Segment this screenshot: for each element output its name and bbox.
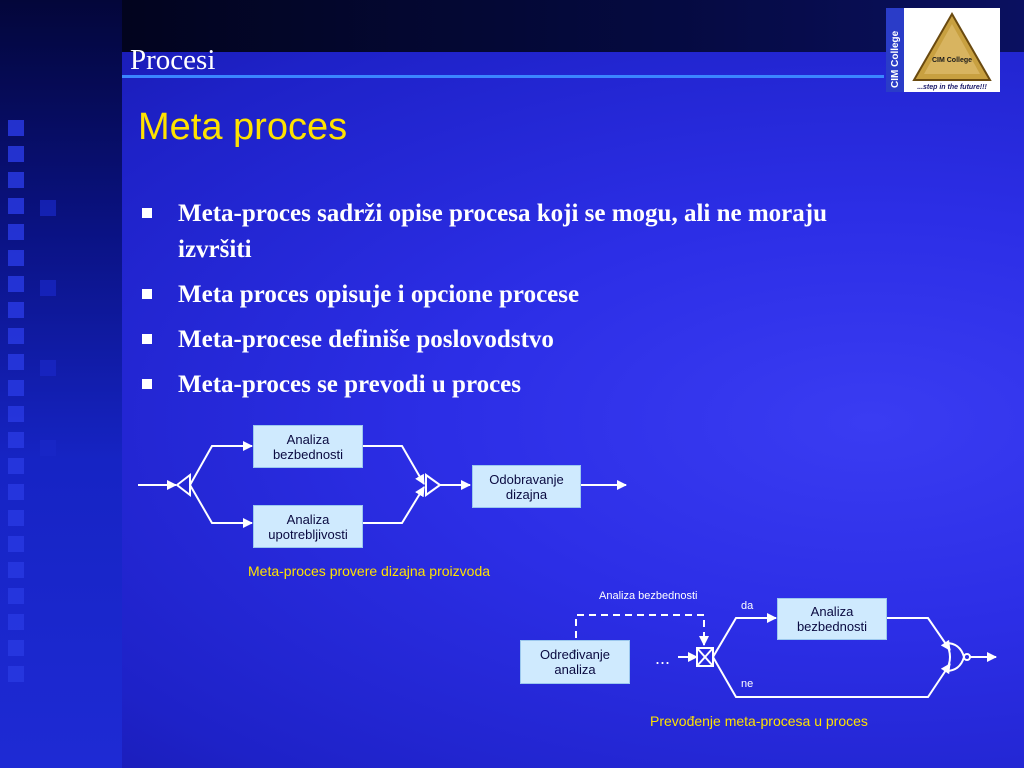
process-box-analiza-bezbednosti: Analiza bezbednosti — [253, 425, 363, 468]
square-bullet-icon — [142, 208, 152, 218]
dashed-label: Analiza bezbednosti — [599, 590, 698, 602]
yes-label: da — [741, 600, 754, 612]
ellipsis: ... — [655, 648, 671, 668]
process-box-odredjivanje-analiza: Određivanje analiza — [520, 640, 630, 684]
header-rule — [122, 75, 884, 78]
bullet-list: Meta-proces sadrži opise procesa koji se… — [140, 196, 900, 412]
square-bullet-icon — [142, 289, 152, 299]
square-bullet-icon — [142, 334, 152, 344]
bullet-item: Meta proces opisuje i opcione procese — [140, 277, 900, 313]
bullet-item: Meta-proces sadrži opise procesa koji se… — [140, 196, 900, 268]
diagram1-caption: Meta-proces provere dizajna proizvoda — [248, 563, 491, 579]
section-title: Procesi — [130, 44, 216, 76]
bullet-item: Meta-proces se prevodi u proces — [140, 367, 900, 403]
logo-side-text: CIM College — [890, 30, 901, 88]
bullet-item: Meta-procese definiše poslovodstvo — [140, 322, 900, 358]
top-decor-bar — [122, 0, 1024, 52]
no-label: ne — [741, 678, 754, 690]
process-box-analiza-bezbednosti-2: Analiza bezbednosti — [777, 598, 887, 640]
logo-tagline: ...step in the future!!! — [917, 84, 987, 91]
square-bullet-icon — [142, 379, 152, 389]
slide-title: Meta proces — [138, 106, 348, 148]
diagram2-caption: Prevođenje meta-procesa u proces — [650, 713, 868, 729]
process-box-analiza-upotrebljivosti: Analiza upotrebljivosti — [253, 505, 363, 548]
logo-inner-text: CIM College — [932, 57, 972, 64]
cim-college-logo: CIM College CIM College ...step in the f… — [886, 8, 1000, 92]
process-box-odobravanje-dizajna: Odobravanje dizajna — [472, 465, 581, 508]
